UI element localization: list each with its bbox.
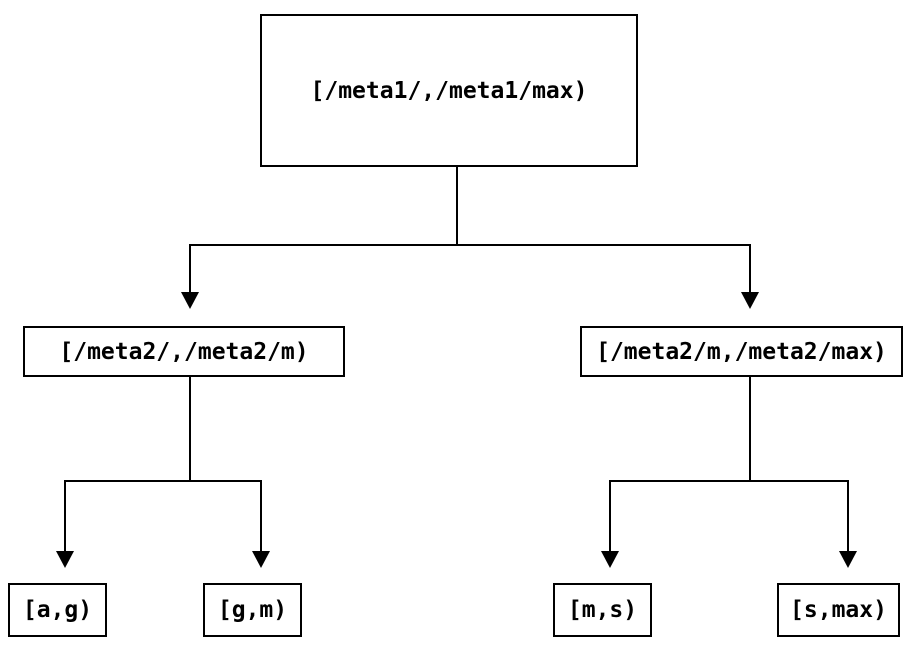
edge-mid-right-stem-line (749, 377, 751, 482)
tree-node-leaf-ms: [m,s) (553, 583, 652, 637)
edge-mid-right-to-leaf-ms-line (609, 480, 611, 551)
edge-mid-left-branch-line (64, 480, 262, 482)
tree-node-root: [/meta1/,/meta1/max) (260, 14, 638, 167)
edge-mid-left-to-leaf-ag-line (64, 480, 66, 551)
tree-node-mid-left: [/meta2/,/meta2/m) (23, 326, 345, 377)
edge-mid-left-to-leaf-gm-line (260, 480, 262, 551)
tree-node-mid-right: [/meta2/m,/meta2/max) (580, 326, 903, 377)
arrowhead-down-icon (741, 292, 759, 309)
edge-root-branch-line (189, 244, 751, 246)
arrowhead-down-icon (56, 551, 74, 568)
tree-node-leaf-smax: [s,max) (777, 583, 900, 637)
arrowhead-down-icon (252, 551, 270, 568)
edge-mid-right-branch-line (609, 480, 849, 482)
arrowhead-down-icon (181, 292, 199, 309)
tree-node-leaf-gm: [g,m) (203, 583, 302, 637)
edge-mid-right-to-leaf-smax-line (847, 480, 849, 551)
edge-root-to-mid-right-line (749, 244, 751, 292)
edge-mid-left-stem-line (189, 377, 191, 482)
edge-root-to-mid-left-line (189, 244, 191, 292)
arrowhead-down-icon (839, 551, 857, 568)
edge-root-stem-line (456, 167, 458, 245)
tree-node-leaf-ag: [a,g) (8, 583, 107, 637)
arrowhead-down-icon (601, 551, 619, 568)
